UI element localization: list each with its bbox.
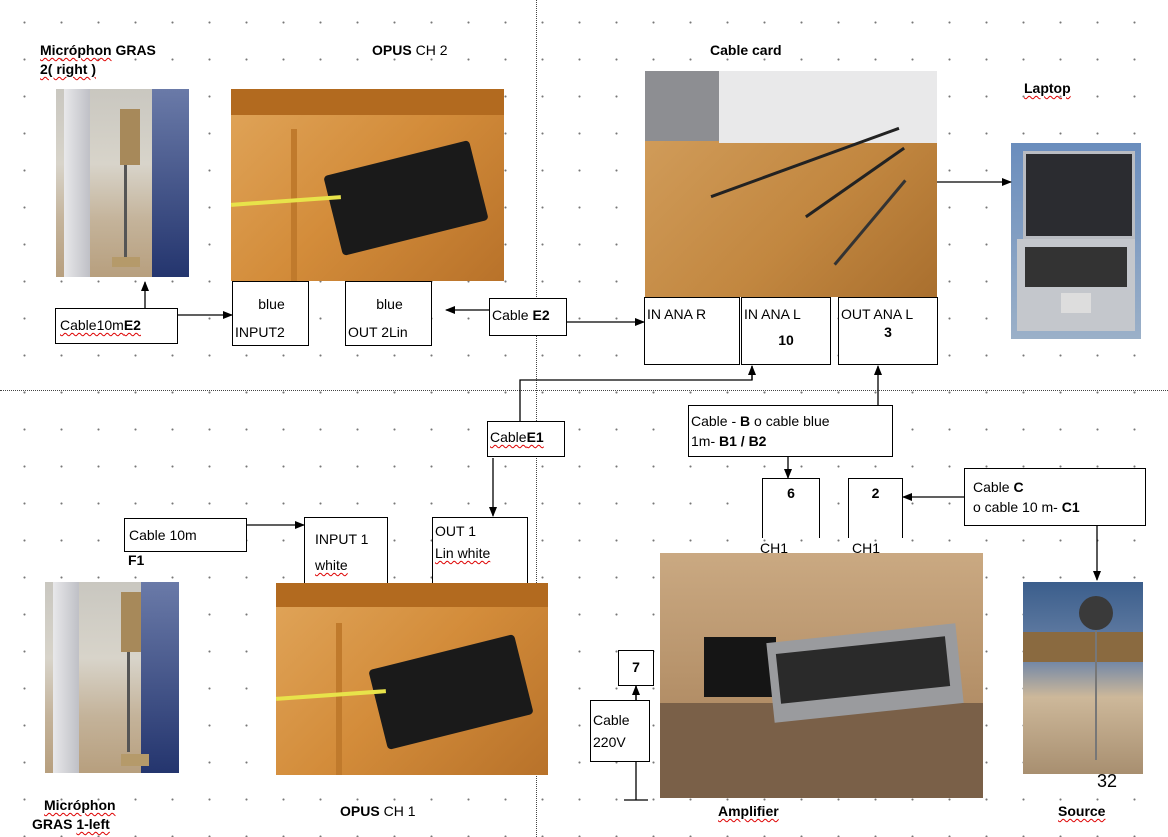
microphone-gras-2-photo: [56, 89, 189, 277]
cable-e2-box: Cable E2: [489, 298, 567, 336]
blue-input2-box: blue INPUT2: [232, 281, 309, 346]
out-ana-l-box: OUT ANA L 3: [838, 297, 938, 365]
microphone-gras-2-label: Micróphon GRAS: [40, 42, 156, 58]
cable-card-label: Cable card: [710, 42, 782, 58]
cable-10m-f1-box: Cable 10m: [124, 518, 247, 552]
blue-out2lin-box: blue OUT 2Lin: [345, 281, 432, 346]
cable-b-box: Cable - B o cable blue 1m- B1 / B2: [688, 405, 893, 457]
microphone-gras-1-label: Micróphon: [44, 797, 116, 813]
in-ana-r-box: IN ANA R: [644, 297, 740, 365]
page-number: 32: [1097, 771, 1118, 791]
opus-ch1-label: OPUS CH 1: [340, 803, 416, 819]
laptop-label: Laptop: [1024, 80, 1071, 96]
cable-c-box: Cable C o cable 10 m- C1: [964, 468, 1146, 526]
microphone-gras-1-sublabel: GRAS 1-left: [32, 816, 110, 832]
cable-card-photo: [645, 71, 937, 297]
source-photo: [1023, 582, 1143, 774]
ch1-6-box: 6: [762, 478, 820, 538]
out1-box: OUT 1 Lin white: [432, 517, 528, 583]
input1-box: INPUT 1 white: [304, 517, 388, 583]
microphone-gras-2-sublabel: 2( right ): [40, 61, 96, 77]
ch1-2-label: CH1: [852, 540, 881, 556]
cable-e1-box: CableE1: [487, 421, 565, 457]
ch1-2-box: 2: [848, 478, 903, 538]
vertical-separator: [536, 0, 537, 837]
microphone-gras-1-photo: [45, 582, 179, 773]
horizontal-separator: [0, 390, 1168, 391]
opus-ch1-photo: [276, 583, 548, 775]
ch1-6-label: CH1: [760, 540, 789, 556]
amplifier-photo: [660, 553, 983, 798]
cable-220v-box: Cable 220V: [590, 700, 650, 762]
source-label: Source: [1058, 803, 1106, 819]
cable-10m-e2-box: Cable10mE2: [55, 308, 178, 344]
f1-label: F1: [128, 552, 145, 568]
amp-7-box: 7: [618, 650, 654, 686]
opus-ch2-photo: [231, 89, 504, 281]
amplifier-label: Amplifier: [718, 803, 779, 819]
in-ana-l-box: IN ANA L 10: [741, 297, 831, 365]
opus-ch2-label: OPUS CH 2: [372, 42, 448, 58]
laptop-photo: [1011, 143, 1141, 339]
